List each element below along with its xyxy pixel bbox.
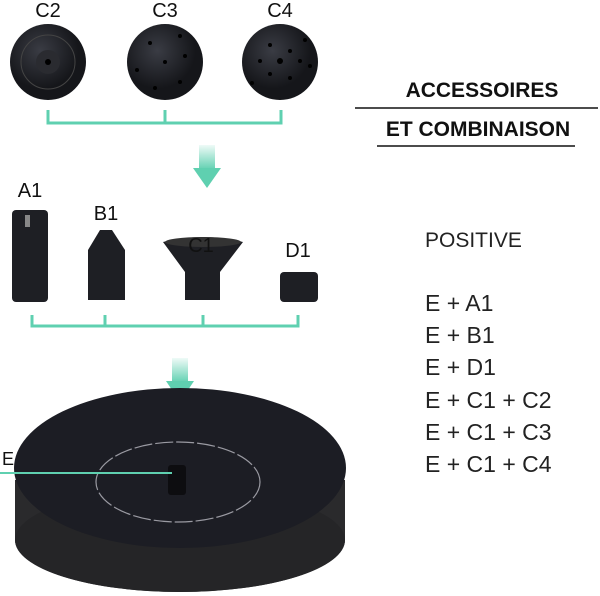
label-c4: C4: [267, 0, 293, 22]
top-bracket: [46, 110, 283, 125]
nozzle-c2-image: [10, 24, 86, 100]
nozzle-a1-image: [12, 210, 48, 302]
label-c2: C2: [35, 0, 61, 22]
nozzle-d1-image: [280, 272, 318, 302]
mid-bracket: [30, 315, 300, 328]
nozzle-b1-image: [88, 230, 125, 300]
label-c3: C3: [152, 0, 178, 22]
nozzle-c1-image: [163, 237, 243, 300]
label-b1: B1: [93, 203, 119, 225]
nozzle-c4-image: [242, 24, 318, 100]
label-d1: D1: [285, 240, 311, 262]
label-e: E: [2, 449, 15, 469]
fountain-base-e-image: [14, 388, 346, 592]
arrow-down-icon: [172, 358, 188, 383]
nozzle-c3-image: [127, 24, 203, 100]
combination-item: E + C1 + C3: [425, 419, 552, 445]
combination-item: E + D1: [425, 354, 496, 380]
label-a1: A1: [17, 180, 43, 202]
arrow-down-icon: [199, 145, 215, 170]
combination-item: E + B1: [425, 322, 495, 348]
label-c1: C1: [188, 235, 214, 257]
heading-line1: ACCESSOIRES: [405, 79, 559, 102]
combination-item: E + C1 + C4: [425, 451, 552, 477]
combinations-title: POSITIVE: [425, 229, 522, 252]
heading-line2: ET COMBINAISON: [385, 118, 571, 141]
combination-item: E + C1 + C2: [425, 387, 552, 413]
combination-item: E + A1: [425, 290, 494, 316]
